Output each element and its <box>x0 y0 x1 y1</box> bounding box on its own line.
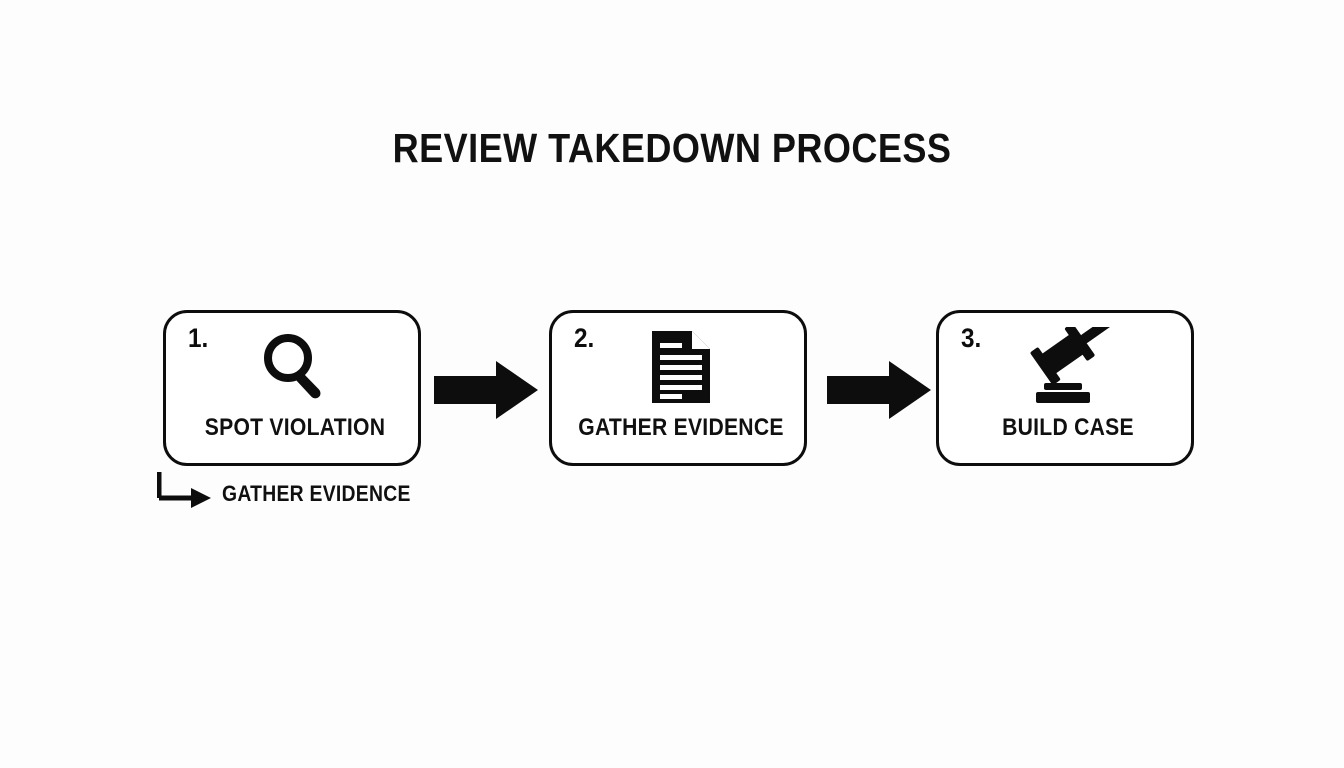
step-label-2: GATHER EVIDENCE <box>578 413 784 441</box>
step-number-3: 3. <box>961 323 982 353</box>
right-arrow-icon <box>827 359 931 421</box>
branch-label: GATHER EVIDENCE <box>222 481 411 506</box>
page-title: REVIEW TAKEDOWN PROCESS <box>392 125 952 171</box>
step-card-3[interactable]: 3. BUILD CASE <box>936 310 1194 466</box>
step-label-3: BUILD CASE <box>1002 413 1134 441</box>
step-number-1: 1. <box>188 323 209 353</box>
magnifying-glass-icon <box>166 329 424 405</box>
step-number-2: 2. <box>574 323 595 353</box>
gavel-icon <box>939 327 1197 405</box>
elbow-arrow-icon <box>156 470 217 512</box>
right-arrow-icon <box>434 359 538 421</box>
step-card-1[interactable]: 1. SPOT VIOLATION <box>163 310 421 466</box>
step-label-1: SPOT VIOLATION <box>204 413 386 441</box>
document-icon <box>552 329 810 405</box>
step-card-2[interactable]: 2. GATHER EVIDENCE <box>549 310 807 466</box>
